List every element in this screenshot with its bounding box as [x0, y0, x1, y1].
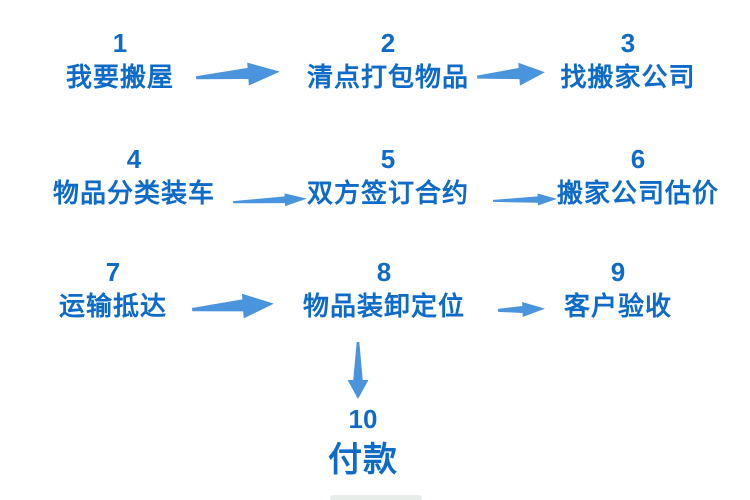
step-6-label: 搬家公司估价: [556, 178, 720, 208]
step-7: 7 运输抵达: [59, 255, 167, 321]
step-1: 1 我要搬屋: [66, 26, 174, 92]
step-7-number: 7: [105, 257, 121, 287]
cropped-element-bottom: [330, 495, 422, 500]
step-3-number: 3: [620, 28, 636, 58]
step-1-label: 我要搬屋: [65, 62, 175, 92]
step-6-number: 6: [630, 144, 646, 174]
arrow-1-to-2-icon: [195, 62, 280, 86]
step-4: 4 物品分类装车: [53, 142, 215, 208]
step-2-label: 清点打包物品: [306, 62, 470, 92]
arrow-4-to-5-icon: [232, 193, 307, 207]
arrow-8-to-9-icon: [497, 301, 545, 317]
step-3: 3 找搬家公司: [560, 26, 695, 92]
step-10: 10 付款: [328, 402, 398, 480]
step-5-label: 双方签订合约: [306, 178, 470, 208]
step-8-label: 物品装卸定位: [302, 291, 466, 321]
step-1-number: 1: [112, 28, 128, 58]
step-9-label: 客户验收: [563, 291, 673, 321]
arrow-2-to-3-icon: [476, 62, 545, 86]
step-5: 5 双方签订合约: [307, 142, 469, 208]
step-6: 6 搬家公司估价: [557, 142, 719, 208]
step-7-label: 运输抵达: [58, 291, 168, 321]
step-8-number: 8: [376, 257, 392, 287]
step-10-label: 付款: [328, 441, 398, 479]
arrow-5-to-6-icon: [492, 193, 557, 206]
arrow-7-to-8-icon: [191, 293, 274, 319]
step-2: 2 清点打包物品: [307, 26, 469, 92]
step-9: 9 客户验收: [564, 255, 672, 321]
step-4-label: 物品分类装车: [52, 178, 216, 208]
step-10-number: 10: [348, 404, 378, 434]
arrow-8-to-10-down-icon: [347, 342, 369, 399]
step-3-label: 找搬家公司: [560, 62, 696, 92]
step-9-number: 9: [610, 257, 626, 287]
step-8: 8 物品装卸定位: [303, 255, 465, 321]
step-2-number: 2: [380, 28, 396, 58]
step-4-number: 4: [126, 144, 142, 174]
step-5-number: 5: [380, 144, 396, 174]
